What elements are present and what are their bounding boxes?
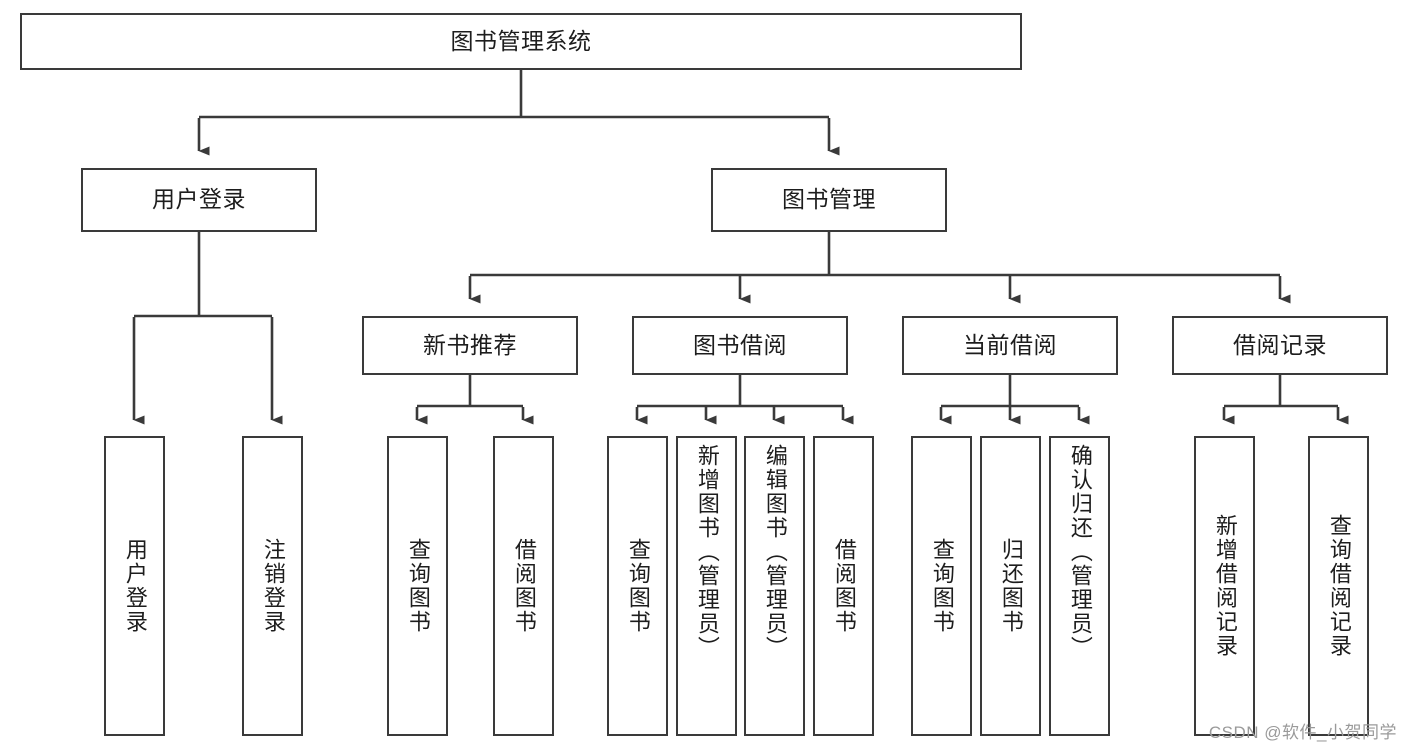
node-label: 借阅图书: [831, 538, 857, 634]
node-label: 查询图书: [405, 538, 431, 634]
leaf-borrow-book-borrow[interactable]: 借阅图书: [813, 436, 874, 736]
node-book-borrow[interactable]: 图书借阅: [632, 316, 848, 375]
leaf-user-login[interactable]: 用户登录: [104, 436, 165, 736]
leaf-query-book-current[interactable]: 查询图书: [911, 436, 972, 736]
node-label: 图书借阅: [693, 331, 787, 358]
node-label: 当前借阅: [963, 331, 1057, 358]
leaf-return-book[interactable]: 归还图书: [980, 436, 1041, 736]
node-label: 图书管理系统: [450, 27, 592, 54]
leaf-borrow-book-new-book[interactable]: 借阅图书: [493, 436, 554, 736]
leaf-query-book-new-book[interactable]: 查询图书: [387, 436, 448, 736]
leaf-add-book[interactable]: 新增图书（管理员）: [676, 436, 737, 736]
node-label: 查询借阅记录: [1326, 514, 1352, 658]
node-root-book-management-system[interactable]: 图书管理系统: [20, 13, 1022, 70]
leaf-confirm-return[interactable]: 确认归还（管理员）: [1049, 436, 1110, 736]
leaf-user-logout[interactable]: 注销登录: [242, 436, 303, 736]
node-user-login[interactable]: 用户登录: [81, 168, 317, 232]
node-borrow-record[interactable]: 借阅记录: [1172, 316, 1388, 375]
node-label: 查询图书: [929, 538, 955, 634]
node-label: 编辑图书（管理员）: [762, 444, 788, 660]
node-label: 注销登录: [260, 538, 286, 634]
node-label: 图书管理: [782, 186, 876, 213]
node-book-manage[interactable]: 图书管理: [711, 168, 947, 232]
leaf-query-book-borrow[interactable]: 查询图书: [607, 436, 668, 736]
node-label: 用户登录: [122, 538, 148, 634]
node-label: 借阅记录: [1233, 331, 1327, 358]
node-label: 新增图书（管理员）: [694, 444, 720, 660]
node-label: 确认归还（管理员）: [1067, 444, 1093, 660]
node-label: 归还图书: [998, 538, 1024, 634]
node-label: 新增借阅记录: [1212, 514, 1238, 658]
leaf-query-borrow-record[interactable]: 查询借阅记录: [1308, 436, 1369, 736]
leaf-add-borrow-record[interactable]: 新增借阅记录: [1194, 436, 1255, 736]
node-label: 查询图书: [625, 538, 651, 634]
node-label: 用户登录: [152, 186, 246, 213]
node-new-book-recommend[interactable]: 新书推荐: [362, 316, 578, 375]
node-label: 新书推荐: [423, 331, 517, 358]
node-label: 借阅图书: [511, 538, 537, 634]
leaf-edit-book[interactable]: 编辑图书（管理员）: [744, 436, 805, 736]
node-current-borrow[interactable]: 当前借阅: [902, 316, 1118, 375]
